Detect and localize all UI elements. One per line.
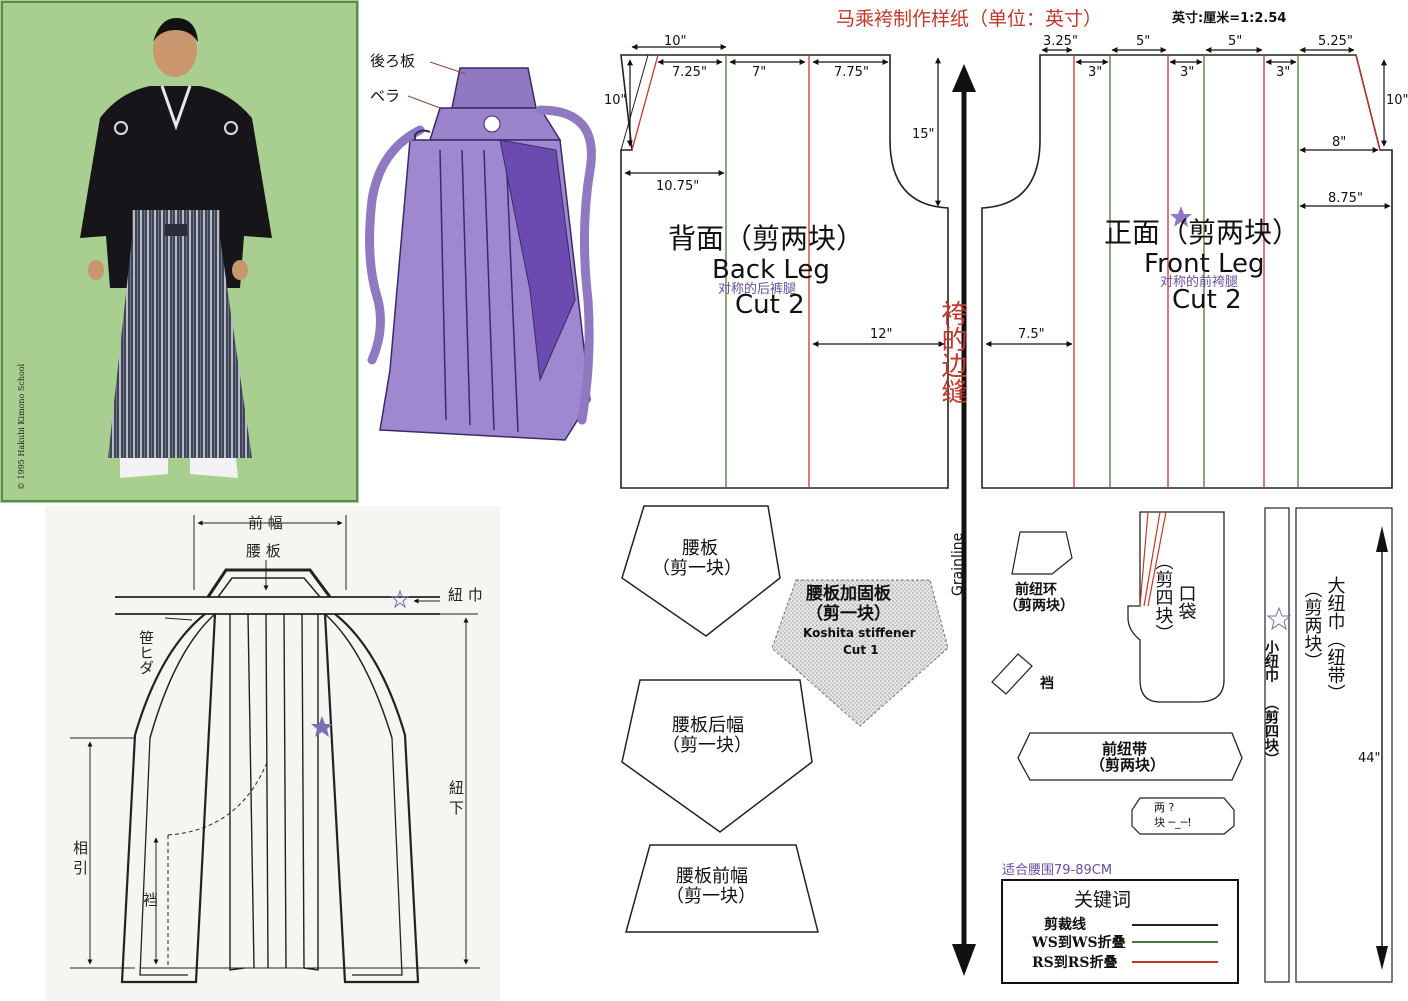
star-outline-icon: [390, 589, 410, 609]
back-cut: Cut 2: [735, 290, 805, 320]
label-aibiki: 相 引: [71, 840, 89, 876]
small-tie-label: 小纽巾: [1263, 640, 1279, 683]
front-title-en: Front Leg: [1144, 249, 1265, 279]
dim-back-curve: 15": [912, 127, 935, 142]
front-band-piece: 前纽带 （剪两块）: [1017, 732, 1243, 781]
dim-front-h: 8": [1332, 135, 1346, 150]
front-band-cut: （剪两块）: [1090, 756, 1165, 774]
legend-cut-label: 剪裁线: [1044, 916, 1086, 933]
label-maehaba: 前 幅: [248, 514, 283, 532]
koshiita-label: 腰板: [682, 538, 718, 559]
page-title: 马乘袴制作样纸（单位：英寸）: [836, 8, 1102, 30]
pocket-piece: 口袋 （剪四块）: [1127, 511, 1225, 703]
star-icon: [311, 716, 333, 737]
front-loop-cut: （剪两块）: [1004, 597, 1074, 614]
front-subtitle-cn: 对称的前袴腿: [1160, 274, 1238, 290]
stiffener-en: Koshita stiffener: [803, 626, 916, 640]
grainline-label: Grainline: [950, 533, 966, 596]
legend-box: 关键词 剪裁线 WS到WS折叠 RS到RS折叠: [1001, 879, 1239, 984]
back-title-cn: 背面（剪两块）: [668, 222, 864, 255]
dim-back-b: 7": [752, 65, 766, 80]
label-ushiroita: 後ろ板: [370, 52, 415, 70]
dim-front-left: 7.5": [1018, 327, 1045, 342]
big-tie-label: 大纽巾（纽带）: [1325, 576, 1346, 702]
stiffener-cut: （剪一块）: [806, 603, 891, 624]
stiffener-label: 腰板加固板: [806, 583, 892, 604]
gusset-label: 裆: [1039, 675, 1054, 692]
stiffener-en-cut: Cut 1: [843, 643, 879, 657]
gusset-piece: 裆: [991, 653, 1054, 695]
small-tie-piece: 小纽巾 （剪四块）: [1263, 507, 1292, 983]
photo-credit: © 1995 Hakubi Kimono School: [17, 363, 26, 490]
waist-fit: 适合腰围79-89CM: [1002, 863, 1112, 878]
legend-title: 关键词: [1074, 889, 1131, 911]
front-title-cn: 正面（剪两块）: [1104, 216, 1300, 249]
stiffener-piece: 腰板加固板 （剪一块） Koshita stiffener Cut 1: [771, 579, 949, 727]
back-subtitle-cn: 对称的后裤腿: [718, 281, 796, 297]
traditional-drawing: [45, 506, 500, 1001]
label-machi: 裆: [141, 892, 159, 907]
dim-front-d: 5.25": [1318, 34, 1353, 49]
koshiita-cut: （剪一块）: [652, 558, 742, 579]
dim-front-c: 5": [1228, 34, 1242, 49]
man-figure: [80, 18, 272, 478]
front-loop-piece: 前纽环 （剪两块）: [1004, 531, 1074, 614]
small-tie-cut: （剪四块）: [1263, 696, 1280, 766]
label-sasahida: 笹ヒダ: [137, 630, 155, 675]
dim-front-i: 8.75": [1328, 191, 1363, 206]
dim-front-a: 3.25": [1043, 34, 1078, 49]
label-himo: 紐 巾: [448, 586, 483, 604]
back-width-piece: 腰板后幅 （剪一块）: [621, 679, 813, 833]
dim-front-f: 3": [1180, 65, 1194, 80]
traditional-labels: 前 幅 腰 板 紐 巾 紐 下 笹ヒダ 相 引 裆: [71, 514, 483, 907]
seam-label: 袴的边缝: [937, 300, 967, 404]
star-icon: [1170, 206, 1192, 227]
front-width-piece: 腰板前幅 （剪一块）: [625, 844, 819, 933]
dim-back-right: 12": [870, 327, 893, 342]
back-title-en: Back Leg: [712, 255, 830, 285]
label-himoshita: 紐 下: [447, 780, 465, 815]
hakama-illustration: 後ろ板 ベラ: [365, 52, 596, 441]
legend-ws-label: WS到WS折叠: [1031, 934, 1126, 951]
dim-front-g: 3": [1276, 65, 1290, 80]
back-panel: 10" 7.25" 7" 7.75" 10" 10.75" 15" 12" 背面…: [604, 34, 949, 489]
pocket-cut: （剪四块）: [1153, 552, 1174, 642]
front-width-cut: （剪一块）: [666, 886, 756, 907]
two-pieces-a: 两 ?: [1154, 801, 1174, 814]
front-width-label: 腰板前幅: [676, 866, 748, 887]
legend-rs-label: RS到RS折叠: [1032, 954, 1118, 971]
photo-panel: © 1995 Hakubi Kimono School: [0, 0, 359, 503]
back-width-label: 腰板后幅: [672, 715, 744, 736]
front-cut: Cut 2: [1172, 285, 1242, 315]
two-pieces-b: 块 ─_─!: [1154, 816, 1192, 829]
big-tie-piece: 大纽巾（纽带） （剪两块） 44": [1295, 507, 1393, 983]
dim-back-c: 7.75": [834, 65, 869, 80]
scale-note: 英寸:厘米=1:2.54: [1171, 10, 1286, 26]
dim-back-a: 7.25": [672, 65, 707, 80]
tie-length: 44": [1358, 751, 1381, 766]
star-outline-icon: [1266, 606, 1292, 631]
grainline-arrow: [952, 64, 976, 976]
label-bera: ベラ: [370, 87, 400, 105]
dim-front-e: 3": [1088, 65, 1102, 80]
dim-front-b: 5": [1136, 34, 1150, 49]
front-loop-label: 前纽环: [1015, 581, 1057, 598]
label-koshiita: 腰 板: [246, 542, 281, 560]
front-panel: 3.25" 5" 5" 5.25" 3" 3" 3" 10" 8" 8.75" …: [981, 34, 1408, 489]
big-tie-cut: （剪两块）: [1302, 580, 1323, 670]
dim-back-top: 10": [664, 34, 687, 49]
front-band-label: 前纽带: [1102, 740, 1147, 758]
back-width-cut: （剪一块）: [662, 735, 752, 756]
dim-front-right: 10": [1386, 93, 1408, 108]
dim-back-left: 10": [604, 93, 627, 108]
dim-back-mid: 10.75": [656, 179, 699, 194]
two-pieces-part: 两 ? 块 ─_─!: [1131, 797, 1235, 835]
koshiita-piece: 腰板 （剪一块）: [621, 505, 781, 637]
pocket-label: 口袋: [1176, 584, 1197, 620]
